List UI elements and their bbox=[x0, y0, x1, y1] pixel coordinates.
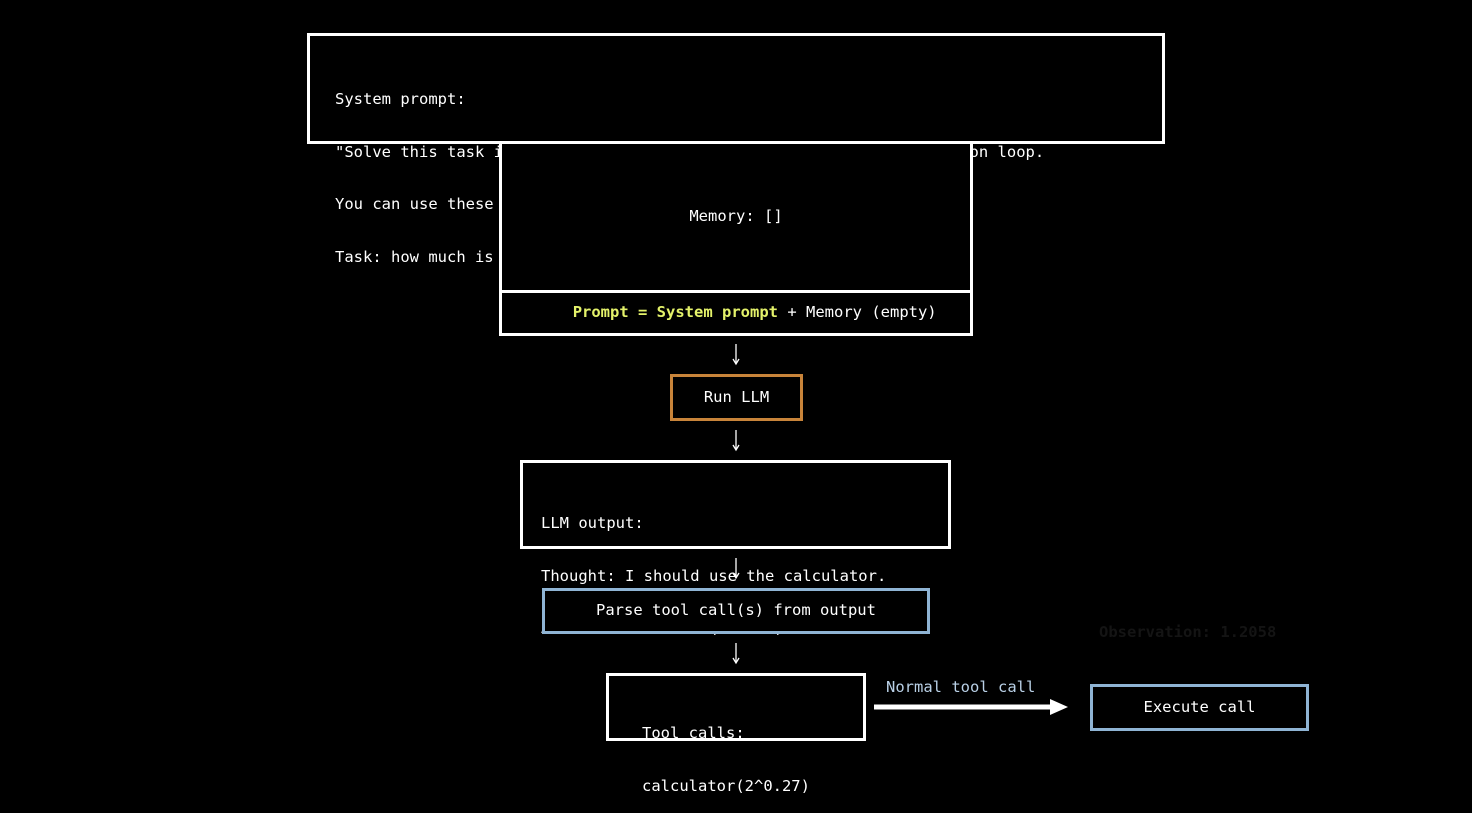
llm-output-line: Thought: I should use the calculator. bbox=[541, 566, 887, 585]
tool-calls-box: Tool calls: calculator(2^0.27) bbox=[606, 673, 866, 794]
prompt-composition-box: Prompt = System prompt + Memory (empty) bbox=[499, 290, 973, 336]
tool-calls-line: calculator(2^0.27) bbox=[642, 776, 810, 795]
parse-tool-calls-label: Parse tool call(s) from output bbox=[596, 601, 876, 620]
arrow-down-icon bbox=[732, 643, 740, 665]
arrow-down-icon bbox=[732, 430, 740, 452]
llm-output-line: LLM output: bbox=[541, 514, 644, 532]
run-llm-node: Run LLM bbox=[670, 374, 803, 421]
faded-observation-text: Observation: 1.2058 bbox=[1099, 623, 1277, 641]
execute-call-label: Execute call bbox=[1143, 697, 1256, 716]
tool-calls-line: Tool calls: bbox=[642, 724, 745, 742]
llm-output-box: LLM output: Thought: I should use the ca… bbox=[520, 460, 951, 637]
system-prompt-line: System prompt: bbox=[335, 90, 466, 108]
run-llm-label: Run LLM bbox=[703, 387, 770, 406]
arrow-down-icon bbox=[732, 558, 740, 580]
prompt-memory-part: + Memory (empty) bbox=[778, 303, 937, 322]
prompt-system-part: Prompt = System prompt bbox=[572, 303, 778, 322]
arrow-down-icon bbox=[732, 344, 740, 366]
system-prompt-box: System prompt: "Solve this task in an it… bbox=[307, 33, 1165, 265]
memory-box: Memory: [] bbox=[499, 141, 973, 293]
execute-call-node: Execute call bbox=[1090, 684, 1309, 731]
memory-label: Memory: [] bbox=[689, 207, 783, 226]
normal-tool-call-label: Normal tool call bbox=[886, 678, 1036, 696]
parse-tool-calls-node: Parse tool call(s) from output bbox=[542, 588, 930, 634]
arrow-right-icon bbox=[874, 699, 1068, 715]
